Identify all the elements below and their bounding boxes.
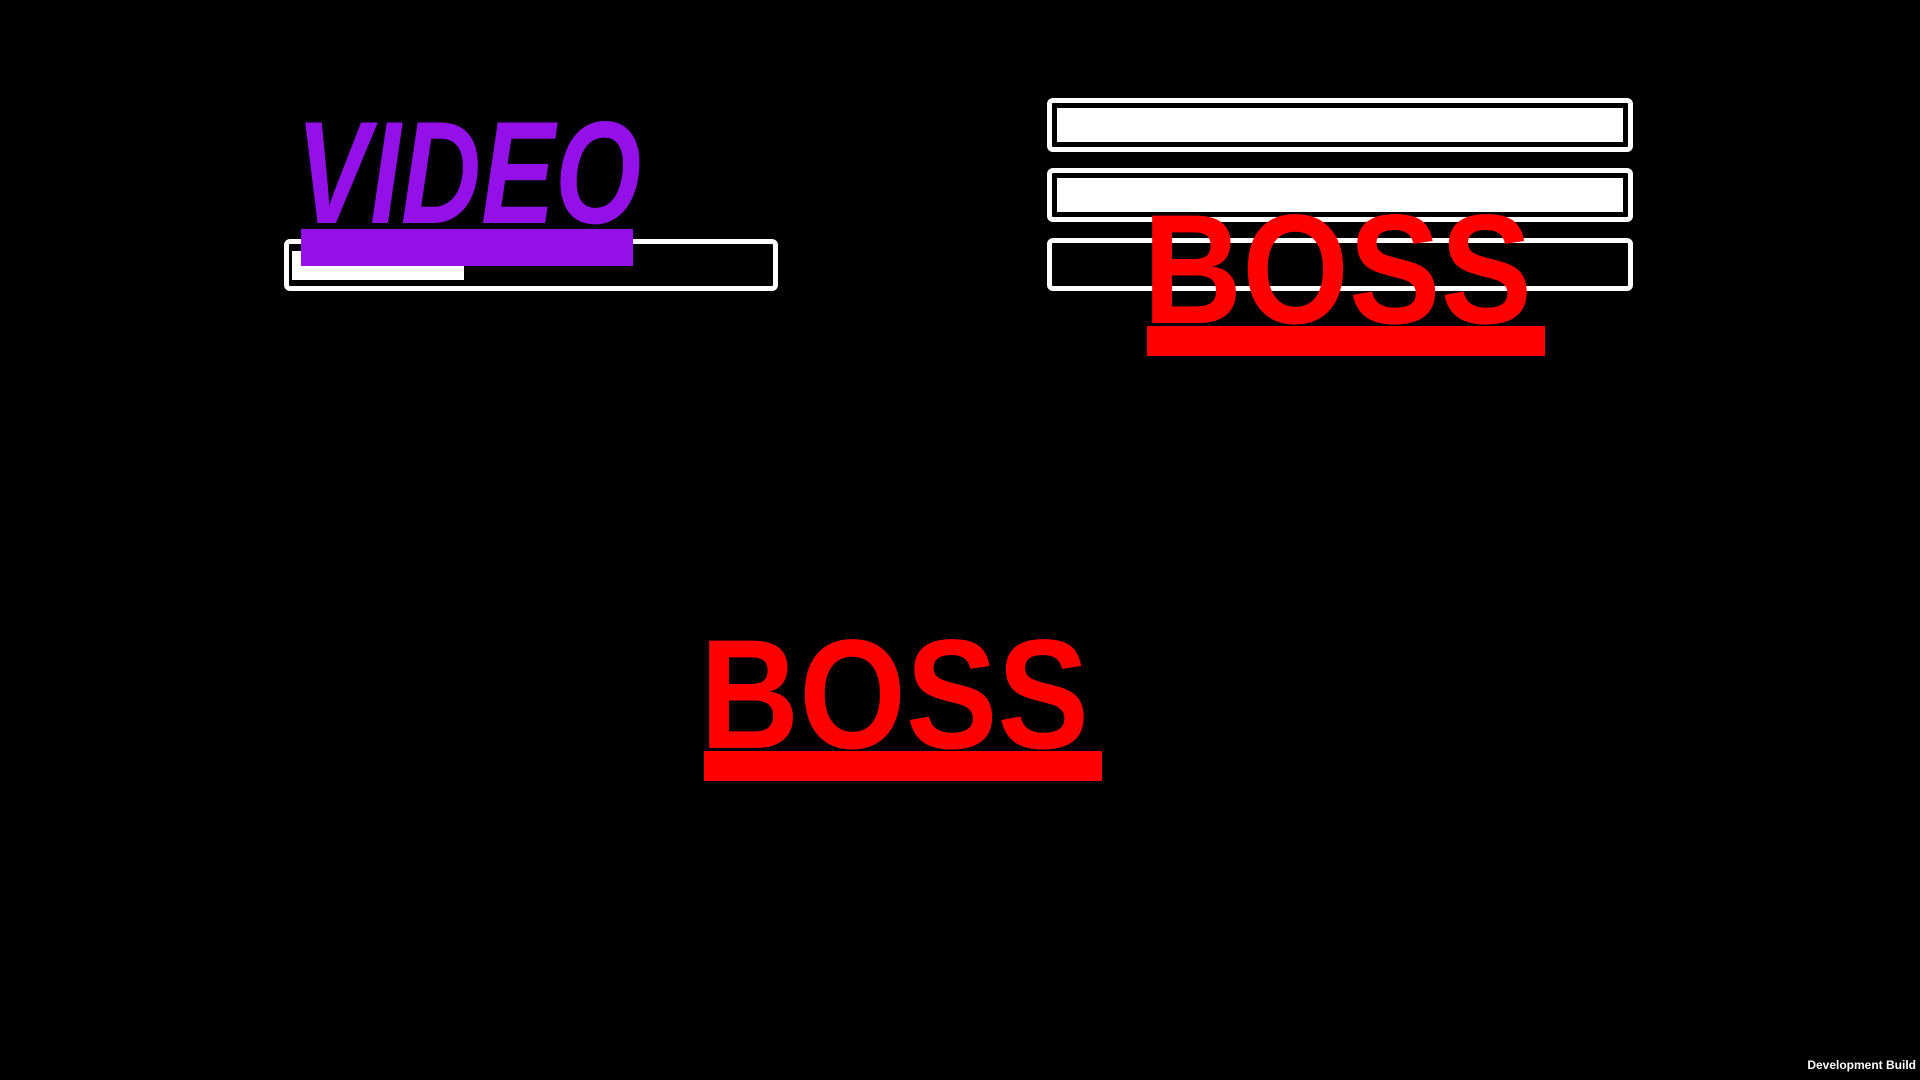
boss-title: BOSS <box>1143 183 1533 357</box>
boss-bar-1 <box>1047 98 1633 152</box>
boss-underline <box>1147 326 1545 356</box>
video-title: VIDEO <box>296 91 642 254</box>
boss-banner-underline <box>704 751 1102 781</box>
boss-banner-title: BOSS <box>700 608 1090 782</box>
video-underline <box>301 229 633 266</box>
boss-bar-fill <box>1057 178 1623 212</box>
boss-bar-2 <box>1047 168 1633 222</box>
boss-bar-fill <box>1057 108 1623 142</box>
development-build-label: Development Build <box>1807 1058 1916 1072</box>
boss-bar-3 <box>1047 238 1633 291</box>
